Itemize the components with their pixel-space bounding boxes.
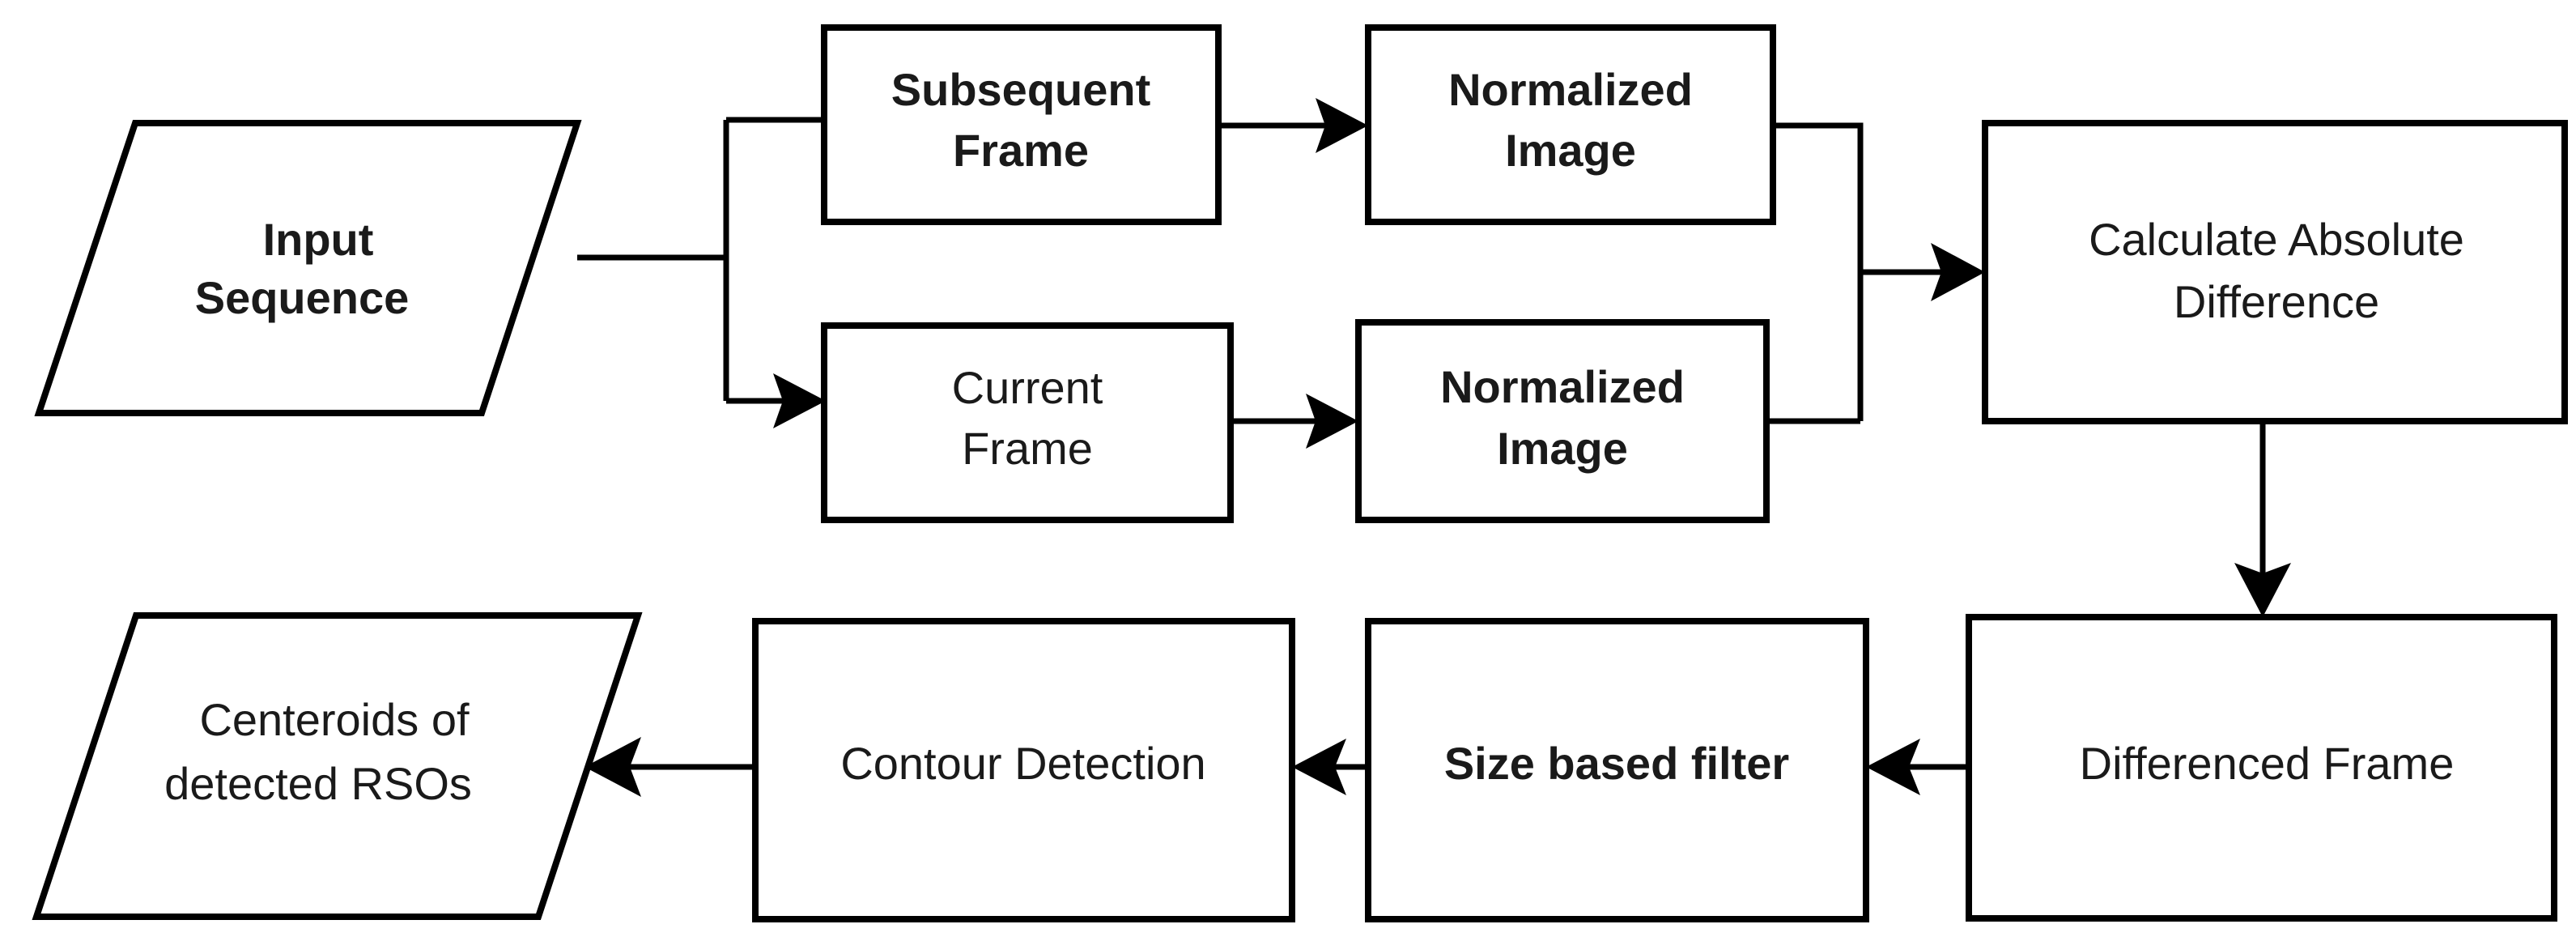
contour-detection-label-line1: Contour Detection xyxy=(840,738,1205,789)
node-centeroids-of-detected-rsos[interactable]: Centeroids of detected RSOs xyxy=(32,612,643,920)
current-frame-label-line1: Current xyxy=(952,362,1103,413)
differenced-frame-label-line1: Differenced Frame xyxy=(2080,738,2455,789)
subsequent-frame-shape xyxy=(821,24,1222,225)
edge-current-frame-to-normalized-image-bottom xyxy=(1231,394,1358,449)
node-current-frame[interactable]: Current Frame xyxy=(821,322,1234,523)
edge-subsequent-frame-to-normalized-image-top xyxy=(1218,98,1368,153)
input-sequence-shape xyxy=(34,120,582,416)
current-frame-shape xyxy=(821,322,1234,523)
node-calculate-absolute-difference[interactable]: Calculate Absolute Difference xyxy=(1982,120,2568,424)
normalized-image-top-label-line2: Image xyxy=(1505,125,1636,176)
edge-normalized-top-merge xyxy=(1773,122,1864,421)
normalized-image-bottom-shape xyxy=(1355,319,1770,523)
differenced-frame-shape xyxy=(1966,614,2557,922)
node-normalized-image-bottom[interactable]: Normalized Image xyxy=(1355,319,1770,523)
arrowhead-left xyxy=(584,737,641,797)
arrowhead-left xyxy=(1292,739,1346,795)
arrowhead-right xyxy=(773,373,826,428)
node-input-sequence[interactable]: Input Sequence xyxy=(34,120,582,416)
normalized-image-bottom-label-line1: Normalized xyxy=(1440,361,1685,412)
centeroids-shape xyxy=(32,612,643,920)
edge-contour-detection-to-centeroids xyxy=(584,737,755,797)
edge-size-based-filter-to-contour-detection xyxy=(1292,739,1368,795)
arrowhead-right xyxy=(1931,243,1985,301)
normalized-image-top-shape xyxy=(1365,24,1776,225)
current-frame-label-line2: Frame xyxy=(962,423,1093,474)
edge-differenced-frame-to-size-based-filter xyxy=(1866,739,1969,795)
node-differenced-frame[interactable]: Differenced Frame xyxy=(1966,614,2557,922)
arrowhead-right xyxy=(1306,394,1358,449)
edge-merge-to-calculate-absolute-difference xyxy=(1860,243,1985,301)
arrowhead-right xyxy=(1316,98,1368,153)
calculate-absolute-difference-shape xyxy=(1982,120,2568,424)
edge-calculate-to-differenced-frame xyxy=(2234,421,2291,617)
centeroids-label-line2: detected RSOs xyxy=(164,758,472,809)
calculate-absolute-difference-label-line2: Difference xyxy=(2174,276,2379,327)
size-based-filter-shape xyxy=(1365,618,1869,922)
size-based-filter-label-line1: Size based filter xyxy=(1444,738,1789,789)
node-contour-detection[interactable]: Contour Detection xyxy=(752,618,1295,922)
centeroids-label-line1: Centeroids of xyxy=(199,694,470,745)
arrowhead-left xyxy=(1866,739,1920,795)
subsequent-frame-label-line1: Subsequent xyxy=(891,64,1150,115)
contour-detection-shape xyxy=(752,618,1295,922)
subsequent-frame-label-line2: Frame xyxy=(953,125,1089,176)
edge-split-to-current-frame xyxy=(726,373,826,428)
node-normalized-image-top[interactable]: Normalized Image xyxy=(1365,24,1776,225)
calculate-absolute-difference-label-line1: Calculate Absolute xyxy=(2089,214,2464,265)
node-subsequent-frame[interactable]: Subsequent Frame xyxy=(821,24,1222,225)
node-size-based-filter[interactable]: Size based filter xyxy=(1365,618,1869,922)
input-sequence-label-line2: Sequence xyxy=(195,272,410,323)
normalized-image-bottom-label-line2: Image xyxy=(1497,423,1628,474)
normalized-image-top-label-line1: Normalized xyxy=(1448,64,1693,115)
arrowhead-down xyxy=(2234,563,2291,617)
input-sequence-label-line1: Input xyxy=(263,214,374,265)
